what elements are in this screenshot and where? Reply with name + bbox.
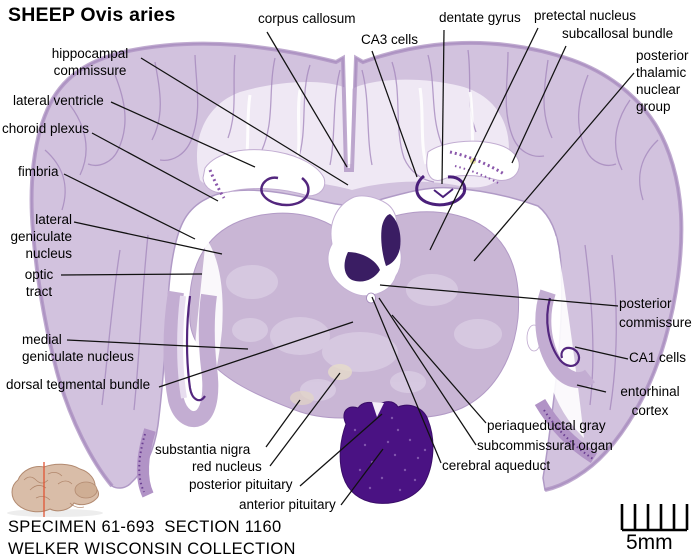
leader-optic-tract <box>60 273 203 276</box>
label-dorsal-tegmental-bundle: dorsal tegmental bundle <box>6 377 151 392</box>
label-ca3-cells: CA3 cells <box>361 32 419 47</box>
label-medial-geniculate-nucleus: medial geniculate nucleus <box>22 332 134 364</box>
label-subcallosal-bundle: subcallosal bundle <box>562 26 674 41</box>
leader-cerebral-aqueduct <box>371 296 442 464</box>
red-nucleus-pale-spot <box>328 364 352 380</box>
leader-posterior-pituitary <box>299 413 383 487</box>
leader-dorsal-tegmental <box>158 321 354 388</box>
hippocampus-dark-bands <box>136 174 598 498</box>
leader-red-nucleus <box>269 372 341 467</box>
leader-substantia-nigra <box>265 399 301 448</box>
leader-lateral-ventricle <box>110 101 256 168</box>
label-dentate-gyrus: dentate gyrus <box>439 10 521 25</box>
leader-ca3-cells <box>371 50 418 178</box>
label-red-nucleus: red nucleus <box>192 459 262 474</box>
leader-anterior-pituitary <box>340 448 384 506</box>
leader-subcallosal-bundle <box>511 45 567 164</box>
dark-stain-patches <box>344 214 401 282</box>
label-lateral-geniculate-nucleus: lateral geniculate nucleus <box>10 212 72 261</box>
label-choroid-plexus: choroid plexus <box>2 121 90 136</box>
label-corpus-callosum: corpus callosum <box>258 11 356 26</box>
collection-caption: WELKER WISCONSIN COLLECTION <box>8 540 296 558</box>
label-optic-tract: optic tract <box>24 267 54 299</box>
label-cerebral-aqueduct: cerebral aqueduct <box>442 458 551 473</box>
label-hippocampal-commissure: hippocampal commissure <box>51 46 129 78</box>
specimen-caption: SPECIMEN 61-693 SECTION 1160 <box>8 518 282 536</box>
substantia-nigra-pale-spot <box>290 391 314 405</box>
label-posterior-pituitary: posterior pituitary <box>189 477 293 492</box>
leader-posterior-commissure <box>379 284 619 307</box>
label-entorhinal-cortex: entorhinal cortex <box>620 384 680 418</box>
scale-bar <box>620 504 689 532</box>
leader-dentate-gyrus <box>441 29 445 185</box>
pituitary-gland <box>339 401 434 504</box>
brain-thumbnail-icon <box>7 462 103 517</box>
leader-fimbria <box>63 173 196 240</box>
leader-subcommissural-organ <box>378 297 477 446</box>
label-subcommissural-organ: subcommissural organ <box>477 438 613 453</box>
label-anterior-pituitary: anterior pituitary <box>239 497 336 512</box>
leader-corpus-callosum <box>266 31 348 168</box>
leader-hippocampal-commissure <box>140 57 349 186</box>
choroid-plexus-speckles <box>208 150 505 199</box>
leader-choroid-plexus <box>91 132 219 202</box>
label-lateral-ventricle: lateral ventricle <box>13 93 104 108</box>
leader-ca1-cells <box>574 346 629 360</box>
label-periaqueductal-gray: periaqueductal gray <box>487 418 606 433</box>
label-ca1-cells: CA1 cells <box>629 350 687 365</box>
leader-posterior-thalamic <box>473 72 635 262</box>
leader-medial-geniculate <box>66 339 249 350</box>
label-posterior-commissure: posterior commissure <box>619 296 692 330</box>
label-posterior-thalamic-nuclear-group: posterior thalamic nuclear group <box>636 48 689 114</box>
label-fimbria: fimbria <box>18 164 59 179</box>
leader-periaqueductal-gray <box>391 314 487 424</box>
scale-bar-label: 5mm <box>626 531 673 554</box>
leader-entorhinal-cortex <box>576 384 607 393</box>
leader-lateral-geniculate <box>73 221 223 255</box>
label-pretectal-nucleus: pretectal nucleus <box>534 8 637 23</box>
page-title: SHEEP Ovis aries <box>8 4 176 26</box>
label-substantia-nigra: substantia nigra <box>155 442 251 457</box>
leader-pretectal-nucleus <box>429 27 539 251</box>
leader-lines <box>60 27 635 506</box>
